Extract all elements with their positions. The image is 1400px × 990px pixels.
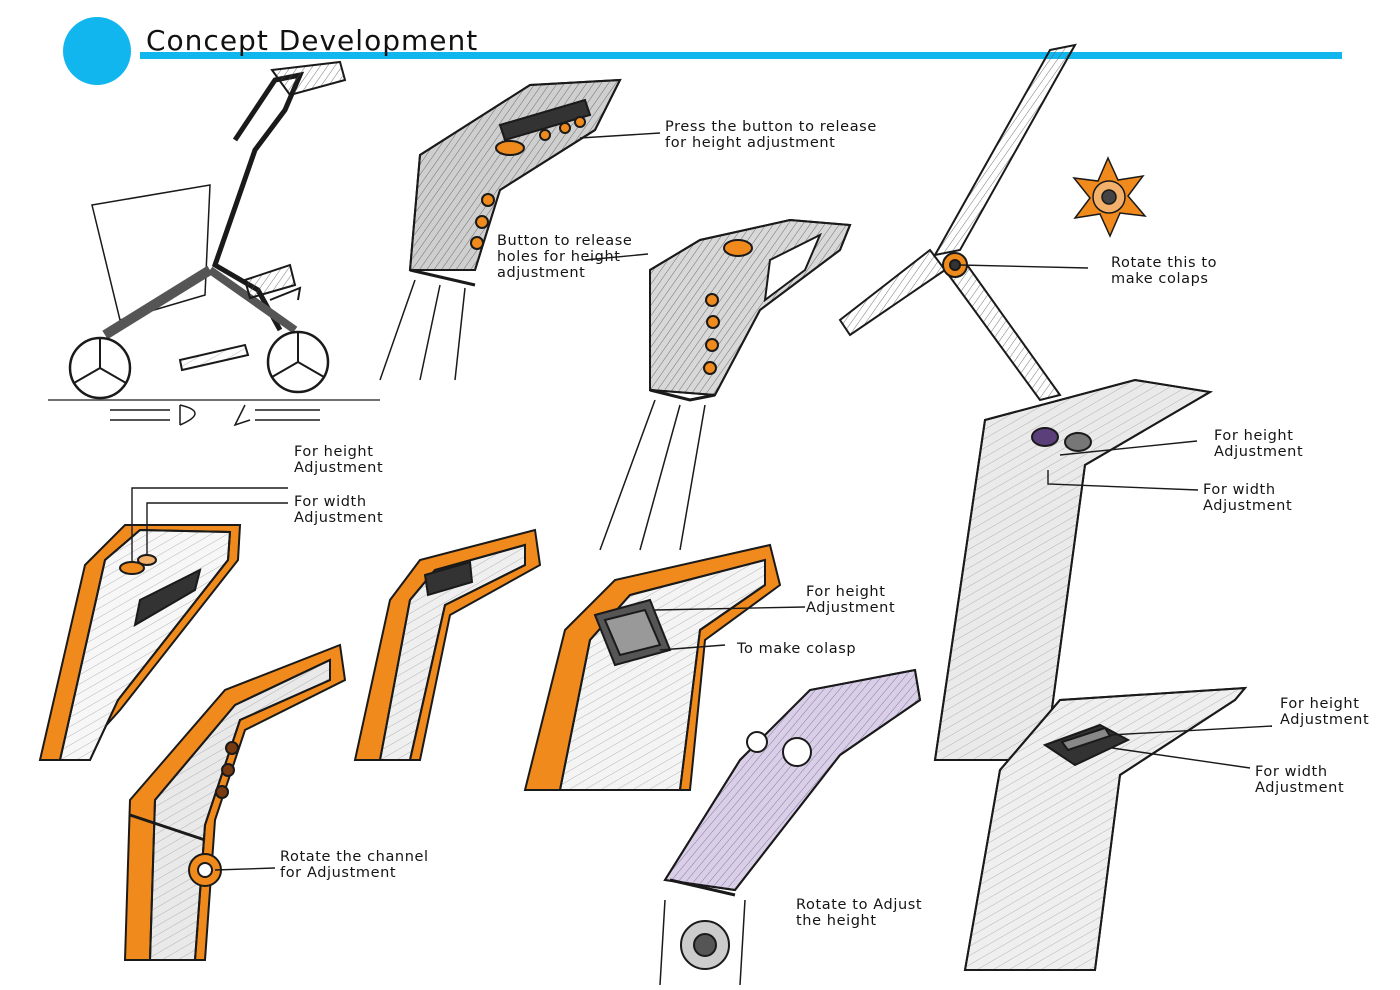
press-button-annotation: Press the button to release for height a… — [665, 119, 877, 151]
purple-rotate-handle-sketch — [660, 670, 920, 985]
orange-width-annotation: For width Adjustment — [294, 494, 383, 526]
header-accent-dot — [63, 17, 131, 85]
button-holes-annotation: Button to release holes for height adjus… — [497, 233, 632, 281]
colasp-height-annotation: For height Adjustment — [806, 584, 895, 616]
orange-channel-handle-sketch — [125, 645, 345, 960]
grey-width-annotation: For width Adjustment — [1203, 482, 1292, 514]
collapse-handle-sketch — [525, 545, 780, 790]
slider-height-annotation: For height Adjustment — [1280, 696, 1369, 728]
walker-overview-sketch — [48, 62, 380, 425]
handle-release-button-sketch — [380, 80, 620, 380]
rotate-collapse-annotation: Rotate this to make colaps — [1111, 255, 1217, 287]
orange-height-annotation: For height Adjustment — [294, 444, 383, 476]
slider-width-annotation: For width Adjustment — [1255, 764, 1344, 796]
page-title: Concept Development — [146, 24, 478, 57]
handle-holes-sketch — [600, 220, 850, 550]
make-colasp-annotation: To make colasp — [737, 641, 856, 657]
star-knob-icon — [1074, 158, 1145, 236]
rotate-height-annotation: Rotate to Adjust the height — [796, 897, 922, 929]
collapse-joint-sketch — [840, 45, 1075, 400]
orange-mid-handle-sketch — [355, 530, 540, 760]
rotate-channel-annotation: Rotate the channel for Adjustment — [280, 849, 429, 881]
grey-height-annotation: For height Adjustment — [1214, 428, 1303, 460]
